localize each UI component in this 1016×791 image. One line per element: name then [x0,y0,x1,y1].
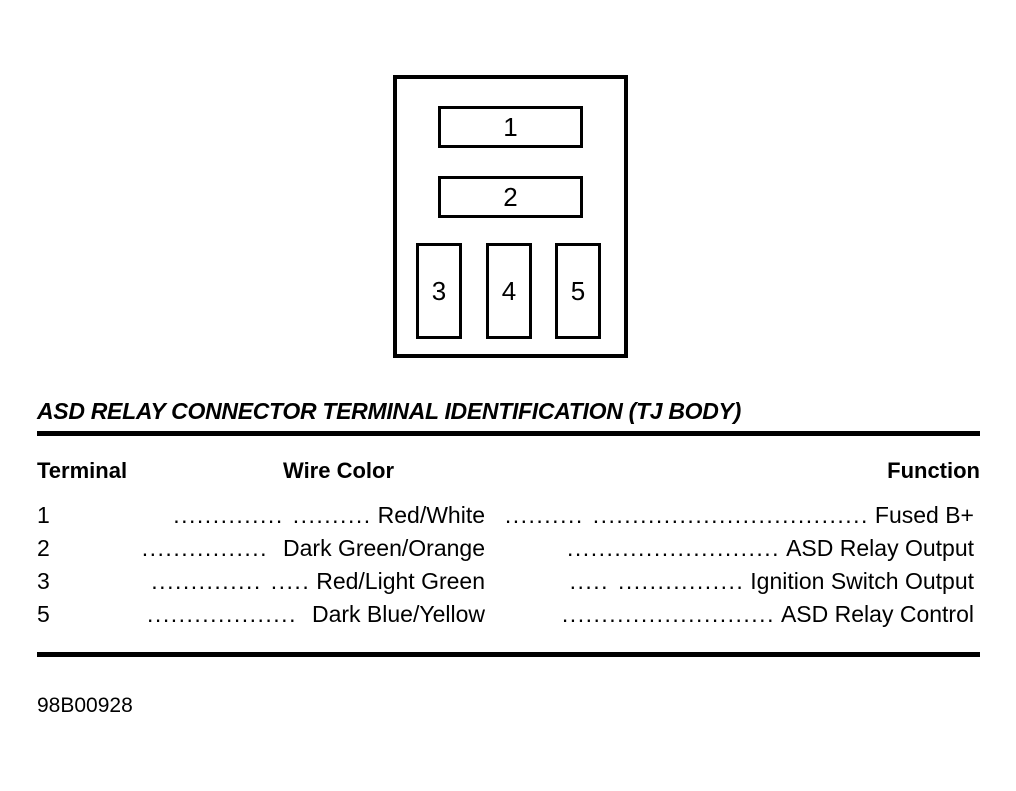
dot-leader: ........................... [567,535,781,561]
page-title: ASD RELAY CONNECTOR TERMINAL IDENTIFICAT… [37,398,741,424]
column-header-function: Function [887,458,980,483]
cell-wire-color: Red/White [377,502,485,528]
cell-function: ASD Relay Control [780,601,974,627]
table-row: 5 ................... Dark Blue/Yellow ..… [37,601,980,634]
connector-terminal-slot-5: 5 [555,243,601,339]
connector-diagram: 1 2 3 4 5 [393,75,628,358]
terminal-slot-label: 3 [431,276,447,306]
terminal-slot-label: 5 [570,276,586,306]
dot-leader: ..... [270,568,311,594]
dot-leader: .............. [151,568,262,594]
dot-leader: .......... [504,502,584,528]
cell-function-group: ...........................ASD Relay Con… [497,601,980,628]
table-header-row: Terminal Wire Color Function [37,458,980,490]
connector-terminal-slot-4: 4 [486,243,532,339]
table-row: 3 ...................Red/Light Green ...… [37,568,980,601]
terminal-slot-label: 2 [503,182,518,212]
cell-function-group: ...........................ASD Relay Out… [497,535,980,562]
dot-leader: ..... [569,568,610,594]
cell-wire-color-group: ...................Red/Light Green [59,568,491,595]
column-header-wire-color: Wire Color [283,458,395,483]
cell-terminal-number: 1 [37,502,50,528]
title-divider [37,431,980,436]
connector-terminal-slot-1: 1 [438,106,583,148]
dot-leader: ........................... [561,601,775,627]
table-bottom-divider [37,652,980,657]
cell-function-group: .....................Ignition Switch Out… [497,568,980,595]
cell-wire-color-group: ........................Red/White [59,502,491,529]
terminal-identification-table: Terminal Wire Color Function 1 .........… [37,458,980,634]
cell-wire-color: Red/Light Green [316,568,485,594]
table-body: 1 ........................Red/White ....… [37,502,980,634]
dot-leader: .............. [173,502,284,528]
cell-function: ASD Relay Output [786,535,974,561]
dot-leader: ................ [141,535,269,561]
connector-terminal-slot-2: 2 [438,176,583,218]
cell-function: Ignition Switch Output [750,568,974,594]
column-header-terminal: Terminal [37,458,128,483]
cell-terminal-number: 2 [37,535,50,561]
table-row: 2 ................ Dark Green/Orange ....… [37,535,980,568]
terminal-slot-label: 1 [503,112,518,142]
dot-leader: ................ [618,568,745,594]
dot-leader: ................................... [592,502,869,528]
cell-wire-color: Dark Green/Orange [283,535,485,561]
cell-wire-color: Dark Blue/Yellow [311,601,485,627]
terminal-slot-label: 4 [501,276,517,306]
cell-terminal-number: 3 [37,568,50,594]
dot-leader: ................... [147,601,297,627]
cell-wire-color-group: ................... Dark Blue/Yellow [59,601,491,628]
cell-function-group: ........................................… [497,502,980,529]
cell-terminal-number: 5 [37,601,50,627]
dot-leader: .......... [292,502,372,528]
figure-reference-code: 98B00928 [37,694,133,717]
connector-terminal-slot-3: 3 [416,243,462,339]
title-block: ASD RELAY CONNECTOR TERMINAL IDENTIFICAT… [37,398,980,436]
table-row: 1 ........................Red/White ....… [37,502,980,535]
cell-function: Fused B+ [874,502,974,528]
cell-wire-color-group: ................ Dark Green/Orange [59,535,491,562]
